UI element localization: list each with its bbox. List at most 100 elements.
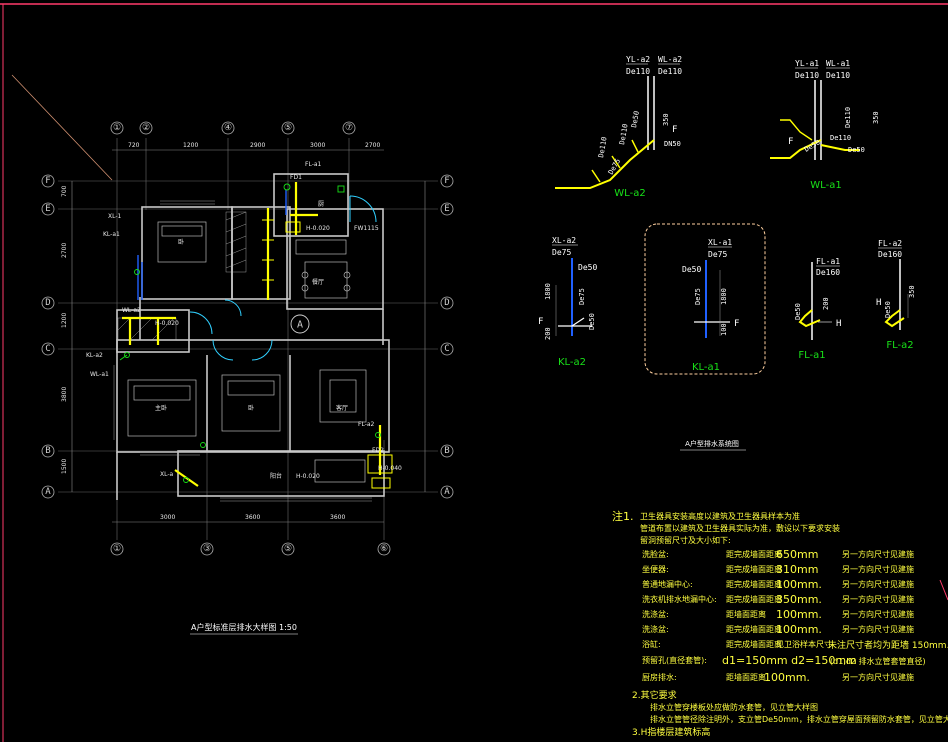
branch-pipe — [770, 139, 822, 159]
pipe-size: De75 — [708, 250, 727, 259]
dim-text: 3000 — [160, 514, 175, 521]
svg-text:C: C — [45, 344, 50, 354]
pipe-tag: KL-a2 — [86, 352, 103, 359]
note-line: 排水立管管径除注明外，支立管De50mm，排水立管穿屋面预留防水套管，见立管大样… — [650, 714, 948, 724]
svg-text:A: A — [444, 487, 450, 497]
svg-text:距完成墙面距离: 距完成墙面距离 — [726, 624, 782, 634]
grid-bubble: ① — [110, 542, 124, 556]
svg-text:坐便器:: 坐便器: — [642, 564, 669, 574]
mark: F — [788, 137, 793, 147]
branch-pipe — [820, 144, 860, 151]
mark: F — [538, 317, 543, 327]
grid-bubble: ⑤ — [281, 121, 295, 135]
dimension-lines — [71, 149, 426, 523]
svg-text:普通地漏中心:: 普通地漏中心: — [642, 579, 693, 589]
tag: FL-a1 — [816, 257, 840, 266]
svg-text:③: ③ — [203, 544, 211, 554]
dim-text: 350 — [908, 285, 916, 298]
grid-bubble: ⑦ — [342, 121, 356, 135]
pipe-size: De110 — [795, 71, 819, 80]
note-row: 普通地漏中心: 距完成墙面距离 100mm. 另一方向尺寸见建施 — [642, 578, 914, 591]
pipe-size: De75 — [552, 248, 571, 257]
pipe-tag: FL-a1 — [305, 161, 322, 168]
mark: F — [734, 319, 739, 329]
system-label: FL-a1 — [798, 350, 825, 361]
svg-text:洗涤盆:: 洗涤盆: — [642, 624, 669, 634]
pipe-tag: XL-a — [160, 471, 174, 478]
svg-text:100mm.: 100mm. — [776, 608, 822, 621]
system-label: KL-a2 — [558, 357, 586, 368]
iso-diagram-fl-a2: FL-a2 De160 De50 350 H FL-a2 — [876, 239, 916, 351]
pipe-size: De75 — [694, 288, 702, 305]
svg-text:另一方向尺寸见建施: 另一方向尺寸见建施 — [842, 594, 914, 604]
note-point3: 3.H指楼层建筑标高 — [632, 726, 710, 738]
dim-text: 1200 — [61, 313, 68, 328]
leader-line — [11, 74, 113, 181]
drain-pipes — [122, 182, 382, 487]
pipe-size: De110 — [618, 123, 630, 145]
svg-text:预留孔(直径套管):: 预留孔(直径套管): — [642, 655, 707, 665]
pipe-size: De50 — [682, 265, 701, 274]
svg-text:②: ② — [142, 123, 150, 133]
svg-text:A: A — [297, 320, 303, 331]
dim-text: 350 — [872, 111, 880, 124]
svg-text:D: D — [444, 298, 449, 308]
dim-text: 2700 — [61, 243, 68, 258]
note-row: 洗脸盆: 距完成墙面距离 650mm 另一方向尺寸见建施 — [642, 548, 914, 561]
dim-text: 1200 — [183, 142, 198, 149]
floor-mark: H-0.020 — [155, 320, 179, 327]
mark: F — [672, 125, 677, 135]
pipe-size: De50 — [803, 138, 822, 153]
plan-title: A户型标准层排水大样图 1:50 — [191, 622, 297, 632]
mark: H — [876, 298, 881, 308]
svg-text:100mm.: 100mm. — [764, 671, 810, 684]
pipe-symbols — [119, 183, 381, 483]
dim-text: 720 — [128, 142, 140, 149]
section-marker: A — [290, 314, 310, 334]
iso-diagram-wl-a1: YL-a1 WL-a1 De110 De110 De110 De110 De50… — [770, 59, 880, 191]
svg-text:另一方向尺寸见建施: 另一方向尺寸见建施 — [842, 579, 914, 589]
system-label: FL-a2 — [886, 340, 913, 351]
note-row: 预留孔(直径套管): d1=150mm d2=150mm (d1,d2 排水立管… — [642, 654, 926, 667]
svg-text:100mm.: 100mm. — [776, 623, 822, 636]
svg-text:洗脸盆:: 洗脸盆: — [642, 549, 669, 559]
tag: WL-a2 — [658, 55, 682, 64]
pipe-size: De160 — [878, 250, 902, 259]
grid-bubble: D — [41, 296, 55, 310]
pipe-tag: WL-a1 — [90, 371, 109, 378]
svg-text:洗衣机排水地漏中心:: 洗衣机排水地漏中心: — [642, 594, 717, 604]
water-pipes — [137, 190, 287, 300]
tag: FL-a2 — [878, 239, 902, 248]
tag: YL-a2 — [626, 55, 650, 64]
grid-axis-bottom: ① ③ ⑤ ⑥ — [110, 542, 391, 556]
svg-text:距完成墙面距离: 距完成墙面距离 — [726, 639, 782, 649]
grid-bubble: A — [440, 485, 454, 499]
tag: WL-a1 — [826, 59, 850, 68]
floor-mark: H-0.040 — [378, 465, 402, 472]
grid-bubble: D — [440, 296, 454, 310]
svg-text:⑥: ⑥ — [380, 544, 388, 554]
pipe-tag: WL-a2 — [122, 307, 141, 314]
note-point2-title: 2.其它要求 — [632, 689, 677, 701]
windows — [113, 200, 372, 502]
dim-text: 3600 — [245, 514, 260, 521]
dim-text: 1800 — [544, 283, 552, 300]
viewport-border-fragment — [939, 579, 948, 601]
furniture — [127, 221, 367, 483]
pipe-size: De110 — [597, 136, 609, 158]
pipe-size: DN50 — [664, 140, 681, 148]
hatch-walls — [117, 211, 247, 341]
dim-text: 3600 — [330, 514, 345, 521]
pipe-size: De50 — [884, 301, 892, 318]
svg-text:⑤: ⑤ — [284, 544, 292, 554]
tag: XL-a1 — [708, 238, 732, 247]
svg-text:E: E — [444, 204, 449, 214]
pipe-tag: FD2 — [372, 447, 384, 454]
grid-bubble: C — [41, 342, 55, 356]
branch-pipe — [555, 139, 655, 189]
room-label: 主卧 — [155, 404, 167, 412]
grid-axis-top: ① ② ④ ⑤ ⑦ — [110, 121, 356, 135]
svg-text:650mm: 650mm — [776, 548, 818, 561]
svg-text:D: D — [45, 298, 50, 308]
